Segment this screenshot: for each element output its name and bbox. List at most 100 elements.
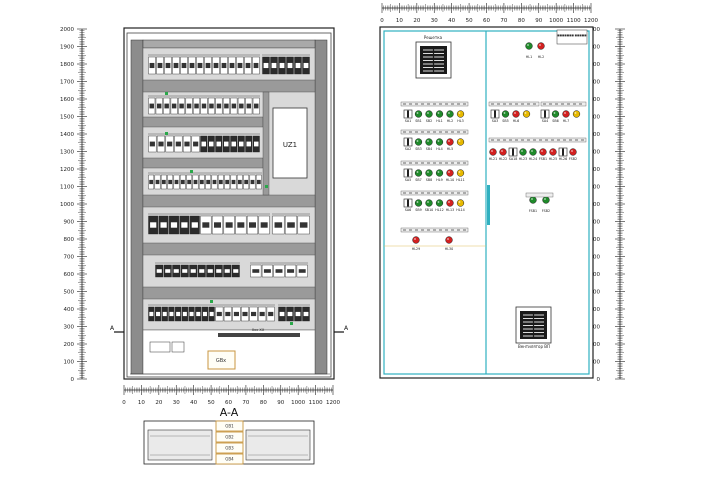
device-face [165, 62, 171, 69]
device-face [175, 141, 181, 147]
device-face [179, 103, 184, 109]
small-breaker-2 [171, 341, 185, 353]
indicator-lamp[interactable] [435, 169, 444, 177]
indicator-lamp[interactable] [519, 148, 527, 156]
device-face [229, 62, 235, 69]
gb-box [215, 442, 244, 454]
device-face [167, 141, 173, 147]
indicator-lamp[interactable] [542, 196, 550, 204]
device-tag: SA2 [405, 147, 412, 151]
ruler-label: 600 [64, 272, 75, 278]
device-face [298, 269, 306, 273]
device-face [216, 103, 222, 109]
indicator-lamp[interactable] [489, 148, 497, 156]
device-face [246, 141, 251, 147]
indicator-lamp[interactable] [446, 169, 454, 177]
indicator-lamp[interactable] [499, 148, 507, 156]
right-rail [314, 39, 328, 375]
ruler-label: 1900 [60, 45, 74, 51]
indicator-lamp[interactable] [414, 138, 423, 146]
device-tag: HL13 [446, 208, 455, 212]
indicator-lamp[interactable] [456, 110, 465, 118]
ruler-label: 1200 [584, 18, 598, 24]
ruler-label: 0 [597, 377, 601, 383]
indicator-lamp[interactable] [425, 169, 433, 177]
device-tag: HL25 [549, 157, 558, 161]
ruler-label: 400 [64, 307, 75, 313]
indicator-lamp[interactable] [456, 169, 465, 177]
ruler-label: 600 [590, 272, 601, 278]
device-tag: SA18 [509, 157, 518, 161]
terminal-marker [210, 300, 213, 303]
device-tag: SA5 [405, 178, 412, 182]
indicator-lamp[interactable] [456, 199, 465, 207]
device-tag: HL9 [436, 178, 442, 182]
indicator-lamp[interactable] [551, 110, 560, 118]
indicator-lamp[interactable] [435, 138, 444, 146]
indicator-lamp[interactable] [414, 199, 423, 207]
indicator-lamp[interactable] [512, 110, 520, 118]
device-face [263, 269, 271, 273]
device-face [201, 141, 206, 147]
device-face [214, 222, 221, 228]
ruler-label: 40 [190, 400, 197, 406]
indicator-lamp[interactable] [446, 138, 454, 146]
device-tag: HL7 [563, 119, 569, 123]
indicator-lamp[interactable] [445, 236, 453, 244]
top-rail [142, 39, 316, 49]
cable-duct-5 [142, 242, 316, 256]
indicator-lamp[interactable] [435, 110, 444, 118]
device-face [233, 269, 239, 273]
device-face [295, 311, 301, 317]
indicator-lamp[interactable] [549, 148, 557, 156]
indicator-lamp[interactable] [529, 148, 537, 156]
device-face [224, 269, 230, 273]
indicator-lamp[interactable] [435, 199, 444, 207]
device-face [190, 269, 196, 273]
device-tag: SB5 [502, 119, 508, 123]
ruler-label: 0 [122, 400, 126, 406]
indicator-lamp[interactable] [537, 42, 545, 50]
indicator-lamp[interactable] [412, 236, 420, 244]
indicator-lamp[interactable] [522, 110, 531, 118]
section-door-right [245, 429, 311, 461]
indicator-lamp[interactable] [425, 199, 433, 207]
ruler-label: 1100 [309, 400, 323, 406]
indicator-lamp[interactable] [562, 110, 570, 118]
ruler-label: 300 [590, 325, 601, 331]
ruler-label: 80 [260, 400, 267, 406]
indicator-lamp[interactable] [456, 138, 465, 146]
cable-duct-2 [142, 116, 264, 128]
device-face [287, 311, 293, 317]
indicator-lamp[interactable] [529, 196, 537, 204]
indicator-lamp[interactable] [525, 42, 533, 50]
ruler-label: 10 [396, 18, 403, 24]
ruler-label: 800 [64, 237, 75, 243]
indicator-lamp[interactable] [539, 148, 547, 156]
device-face [287, 222, 295, 228]
indicator-lamp[interactable] [425, 138, 433, 146]
ruler-label: 80 [518, 18, 525, 24]
ruler-label: 300 [64, 325, 75, 331]
device-face [279, 311, 285, 317]
device-face [193, 141, 199, 147]
ruler-label: 90 [277, 400, 284, 406]
indicator-lamp[interactable] [414, 169, 423, 177]
indicator-lamp[interactable] [446, 199, 454, 207]
door-handle[interactable] [487, 185, 490, 225]
indicator-lamp[interactable] [446, 110, 454, 118]
device-face [295, 62, 301, 69]
indicator-lamp[interactable] [501, 110, 510, 118]
device-face [245, 62, 251, 69]
device-face [187, 179, 192, 185]
device-face [237, 222, 245, 228]
indicator-lamp[interactable] [425, 110, 433, 118]
indicator-lamp[interactable] [569, 148, 577, 156]
indicator-lamp[interactable] [572, 110, 581, 118]
terminal-marker [290, 322, 293, 325]
indicator-lamp[interactable] [414, 110, 423, 118]
device-face [303, 311, 309, 317]
ruler-label: 500 [590, 290, 601, 296]
device-face [231, 179, 236, 185]
